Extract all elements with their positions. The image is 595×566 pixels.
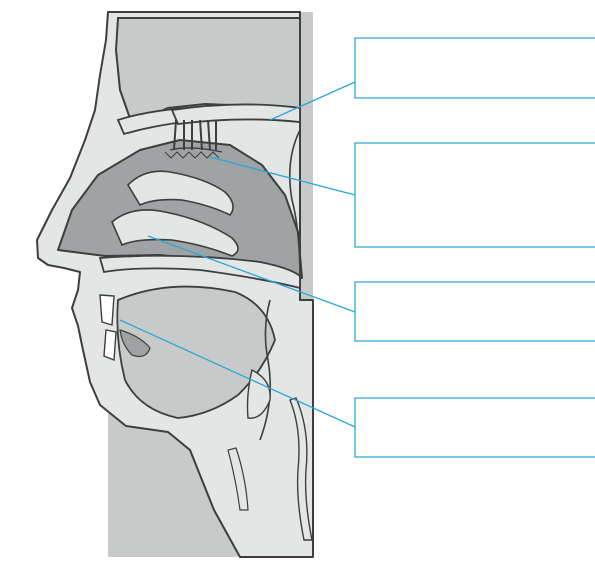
label-box-2[interactable] <box>355 143 595 247</box>
lower-teeth <box>104 330 116 360</box>
label-box-4[interactable] <box>355 398 595 457</box>
label-box-1[interactable] <box>355 38 595 98</box>
upper-teeth <box>100 295 114 325</box>
label-box-outlines <box>355 38 595 457</box>
label-box-3[interactable] <box>355 282 595 341</box>
